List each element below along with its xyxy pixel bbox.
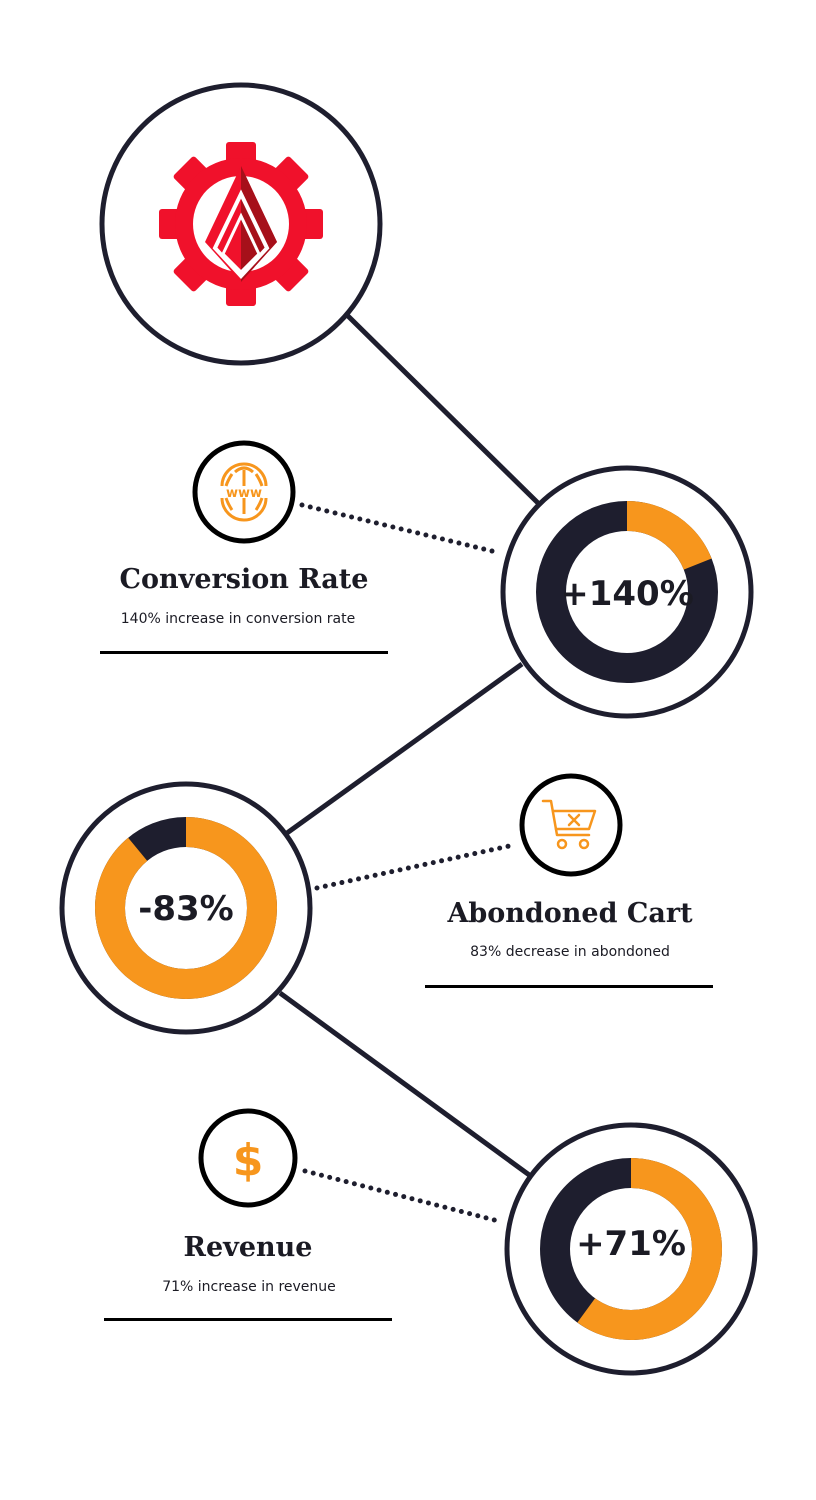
revenue-underline [104, 1318, 392, 1321]
revenue-description: 71% increase in revenue [162, 1279, 336, 1295]
conversion-underline [100, 651, 388, 654]
connector-cart-to-revenue [278, 990, 534, 1180]
cart-donut-accent-arc [95, 817, 277, 999]
conversion-description: 140% increase in conversion rate [121, 611, 355, 627]
dotted-connector-revenue [302, 1168, 505, 1225]
cart-value-label: -83% [138, 889, 234, 929]
cart-underline [425, 985, 713, 988]
revenue-value-label: +71% [576, 1224, 686, 1264]
gear-arrowhead-logo-icon [159, 142, 323, 306]
revenue-title: Revenue [184, 1232, 313, 1263]
cart-description: 83% decrease in abondoned [470, 944, 670, 960]
connector-conversion-to-cart [285, 661, 524, 836]
brand-logo [99, 82, 383, 366]
dotted-connector-cart [314, 842, 517, 891]
conversion-value-label: +140% [560, 574, 694, 614]
svg-text:www: www [226, 486, 262, 501]
conversion-donut-accent-arc [536, 501, 718, 683]
metric-conversion: +140% www Conversion Rate 140% increase … [100, 440, 754, 719]
metric-revenue: +71% $ Revenue 71% increase in revenue [104, 1108, 758, 1376]
dotted-connector-conversion [299, 502, 503, 556]
conversion-title: Conversion Rate [120, 564, 369, 595]
cart-title: Abondoned Cart [446, 898, 693, 929]
revenue-donut-accent-arc [540, 1158, 722, 1340]
shopping-cart-x-icon [541, 799, 597, 850]
dollar-icon: $ [233, 1135, 264, 1186]
www-globe-icon: www [220, 462, 268, 522]
connector-logo-to-conversion [346, 314, 540, 505]
metric-cart: -83% Abondoned Cart 83% decrease in abon… [59, 773, 713, 1035]
